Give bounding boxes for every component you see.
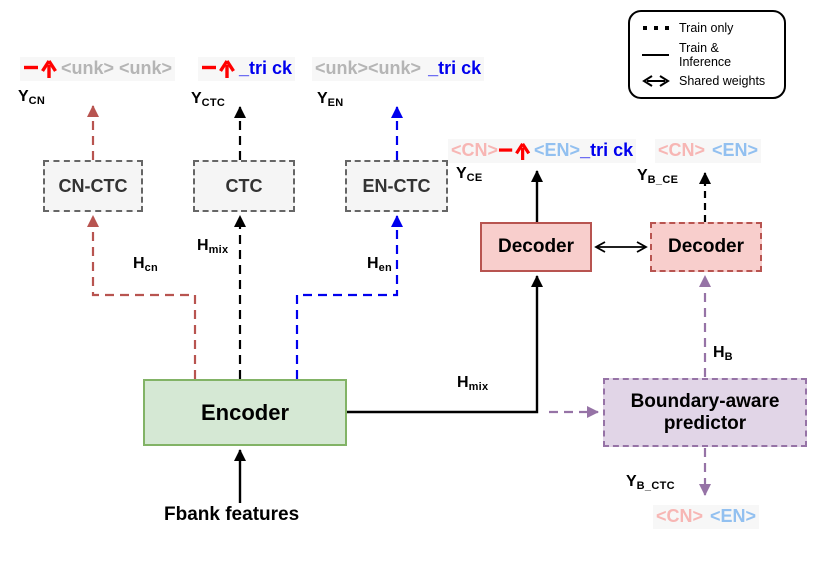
fbank-features-label: Fbank features (164, 504, 300, 525)
en-ctc-label: EN-CTC (362, 175, 431, 196)
en-ctc-box: EN-CTC (345, 160, 448, 212)
decoder-left-box: Decoder (480, 222, 592, 272)
label-y-ce: YCE (456, 165, 483, 184)
en-tag-token: <EN> (710, 506, 757, 526)
ctc-box: CTC (193, 160, 295, 212)
predictor-label-line1: Boundary-aware (630, 391, 780, 413)
legend-box: Train only Train & Inference Shared weig… (628, 10, 786, 99)
decoder-right-label: Decoder (667, 236, 745, 257)
output-y-b-ce-tokens: <CN> <EN> (655, 139, 762, 163)
output-y-b-ctc-tokens: <CN> <EN> (653, 505, 760, 529)
encoder-label: Encoder (200, 399, 290, 425)
edge-hen (295, 215, 403, 379)
dotted-line-icon (640, 23, 672, 33)
en-tag-token: <EN> (712, 140, 759, 160)
predictor-label-line2: predictor (663, 412, 747, 434)
legend-item-train-inference: Train & Inference (640, 41, 774, 69)
ctc-label: CTC (225, 175, 263, 196)
label-y-b-ctc: YB_CTC (626, 473, 675, 492)
cjk-yige-glyph (23, 58, 61, 79)
label-h-mix-right: Hmix (457, 374, 489, 393)
label-y-ctc: YCTC (191, 90, 226, 109)
en-tag-token: <EN> (534, 140, 581, 160)
label-y-en: YEN (317, 90, 344, 109)
cn-tag-token: <CN> (451, 140, 499, 160)
cjk-yige-glyph (498, 141, 534, 161)
output-y-ctc-tokens: _tri ck (198, 57, 296, 81)
decoder-right-box: Decoder (650, 222, 762, 272)
encoder-box: Encoder (143, 379, 347, 446)
label-h-mix-top: Hmix (197, 237, 229, 256)
cn-ctc-label: CN-CTC (58, 175, 128, 196)
edge-hcn (87, 215, 197, 379)
output-y-cn-tokens: <unk> <unk> (20, 57, 176, 81)
solid-line-icon (640, 50, 672, 60)
legend-item-train-only: Train only (640, 21, 774, 35)
unk-tokens: <unk><unk> (315, 58, 422, 78)
cn-tag-token: <CN> (658, 140, 706, 160)
label-h-en: Hen (367, 255, 392, 274)
label-h-cn: Hcn (133, 255, 158, 274)
cn-tag-token: <CN> (656, 506, 704, 526)
output-y-en-tokens: <unk><unk> _tri ck (312, 57, 485, 81)
trick-token: _tri ck (239, 58, 293, 78)
double-arrow-icon (640, 74, 672, 88)
output-y-ce-tokens: <CN> <EN> _tri ck (448, 139, 637, 163)
cn-ctc-box: CN-CTC (43, 160, 143, 212)
legend-label: Shared weights (679, 74, 766, 88)
decoder-left-label: Decoder (497, 236, 575, 257)
legend-label: Train & Inference (679, 40, 732, 69)
legend-item-shared-weights: Shared weights (640, 74, 774, 88)
trick-token: _tri ck (580, 140, 634, 160)
cjk-yige-glyph (201, 58, 239, 79)
legend-label: Train only (679, 21, 734, 35)
label-y-b-ce: YB_CE (637, 167, 679, 186)
label-y-cn: YCN (18, 88, 46, 107)
label-h-b: HB (713, 344, 733, 363)
trick-token: _tri ck (428, 58, 482, 78)
edge-hmix-to-decoder (347, 275, 543, 414)
unk-tokens: <unk> <unk> (61, 58, 173, 78)
boundary-predictor-box: Boundary-aware predictor (603, 378, 807, 447)
